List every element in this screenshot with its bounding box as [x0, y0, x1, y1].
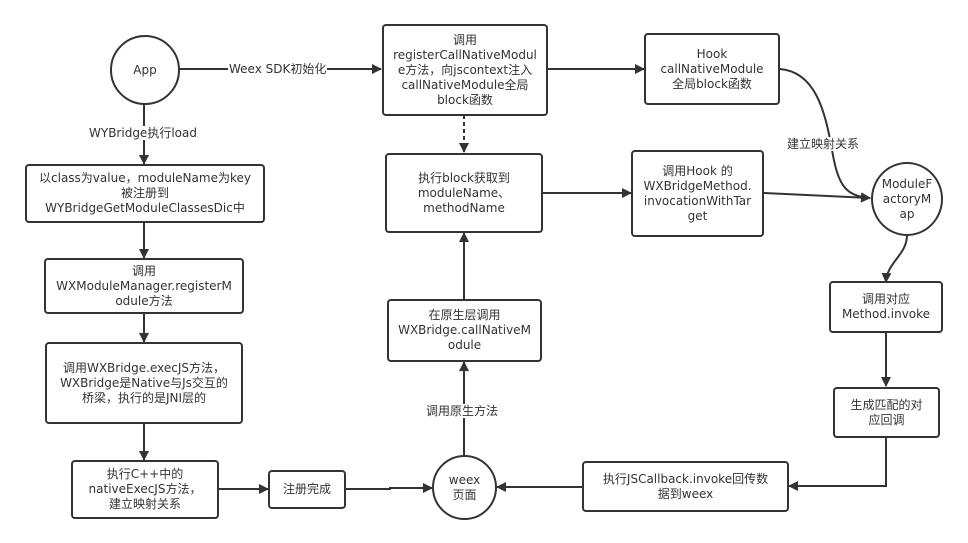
- edge-label-build-mapping: 建立映射关系: [786, 137, 861, 151]
- edge-register-done-to-weex-page: [346, 483, 433, 493]
- edge-invocation-to-factory-map: [763, 192, 871, 203]
- node-exec-block: 执行block获取到 moduleName、 methodName: [385, 153, 543, 233]
- node-register-call-native-module: 调用 registerCallNativeModul e方法，向jscontex…: [382, 24, 548, 116]
- node-method-invoke: 调用对应 Method.invoke: [829, 281, 943, 333]
- node-exec-block-label: 执行block获取到 moduleName、 methodName: [417, 170, 511, 215]
- node-js-callback-label: 执行JSCallback.invoke回传数 据到weex: [602, 471, 769, 501]
- edge-factory-map-to-method-invoke: [881, 234, 908, 283]
- edge-gen-callback-to-js-callback: [788, 437, 887, 491]
- node-invocation-with-target: 调用Hook 的 WXBridgeMethod. invocationWithT…: [631, 150, 764, 237]
- node-call-native-module-label: 在原生层调用 WXBridge.callNativeM odule: [398, 308, 531, 352]
- edge-hook-to-factory-map: [779, 68, 871, 203]
- node-call-native-module: 在原生层调用 WXBridge.callNativeM odule: [387, 299, 542, 362]
- node-exec-js: 调用WXBridge.execJS方法， WXBridge是Native与Js交…: [45, 342, 243, 424]
- node-native-exec-js: 执行C++中的 nativeExecJS方法， 建立映射关系: [71, 460, 219, 519]
- node-module-factory-map-label: ModuleF actoryM ap: [881, 176, 933, 221]
- node-invocation-with-target-label: 调用Hook 的 WXBridgeMethod. invocationWithT…: [643, 163, 752, 223]
- node-app: App: [110, 35, 180, 105]
- node-register-class-label: 以class为value，moduleName为key 被注册到 WYBridg…: [39, 171, 251, 215]
- node-gen-callback: 生成匹配的对 应回调: [833, 387, 940, 438]
- node-register-done-label: 注册完成: [282, 482, 331, 496]
- edge-label-sdk-init: Weex SDK初始化: [228, 62, 328, 76]
- node-weex-page-label: weex 页面: [448, 472, 481, 502]
- edge-label-wybridge-load: WYBridge执行load: [88, 126, 198, 140]
- node-js-callback: 执行JSCallback.invoke回传数 据到weex: [582, 461, 789, 512]
- node-app-label: App: [133, 62, 157, 77]
- node-exec-js-label: 调用WXBridge.execJS方法， WXBridge是Native与Js交…: [60, 360, 228, 405]
- node-gen-callback-label: 生成匹配的对 应回调: [850, 397, 923, 427]
- node-hook-call-native-module: Hook callNativeModule 全局block函数: [644, 33, 780, 105]
- node-hook-call-native-module-label: Hook callNativeModule 全局block函数: [660, 46, 764, 91]
- node-register-class: 以class为value，moduleName为key 被注册到 WYBridg…: [25, 164, 265, 223]
- node-module-factory-map: ModuleF actoryM ap: [871, 162, 943, 236]
- node-native-exec-js-label: 执行C++中的 nativeExecJS方法， 建立映射关系: [88, 467, 202, 511]
- node-register-done: 注册完成: [268, 470, 346, 509]
- node-method-invoke-label: 调用对应 Method.invoke: [841, 292, 931, 321]
- node-register-call-native-module-label: 调用 registerCallNativeModul e方法，向jscontex…: [393, 32, 537, 107]
- node-register-module: 调用 WXModuleManager.registerM odule方法: [44, 258, 244, 314]
- edge-label-call-native-method: 调用原生方法: [425, 404, 500, 418]
- node-register-module-label: 调用 WXModuleManager.registerM odule方法: [56, 263, 232, 308]
- node-weex-page: weex 页面: [432, 455, 497, 520]
